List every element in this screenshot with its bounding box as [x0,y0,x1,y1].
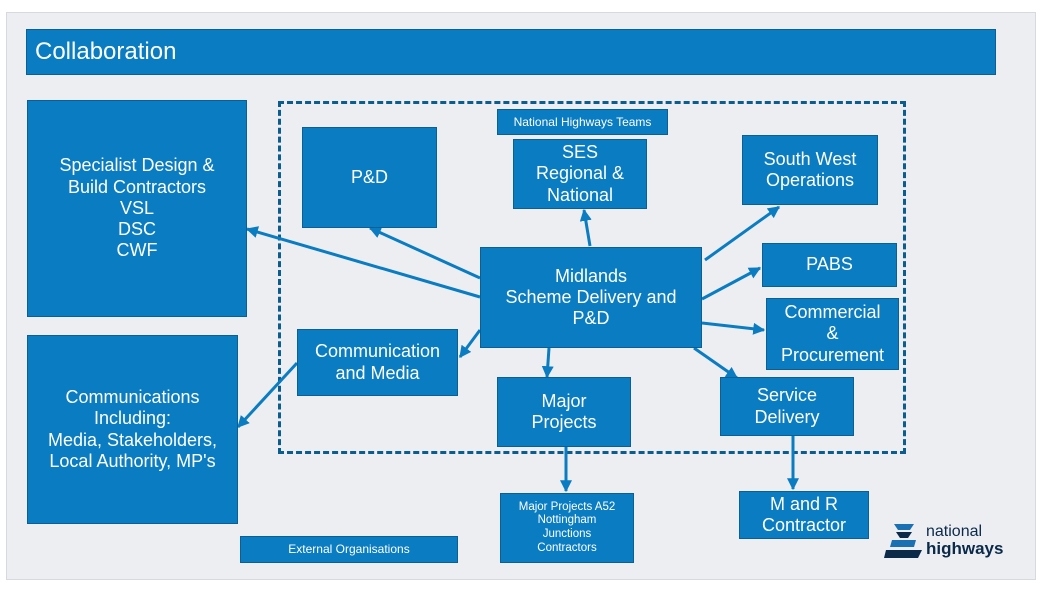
arrow-to-service-delivery [693,346,738,380]
commercial-procurement-box: Commercial & Procurement [766,298,899,370]
specialist-contractors-box: Specialist Design & Build Contractors VS… [27,100,247,317]
arrow-to-ses [579,208,592,247]
south-west-operations-box: South West Operations [742,135,878,205]
midlands-scheme-delivery-box: Midlands Scheme Delivery and P&D [480,247,702,348]
title-bar: Collaboration [26,29,996,75]
logo-text-highways: highways [926,539,1004,558]
arrow-to-pabs [701,266,762,301]
pabs-box: PABS [762,243,897,287]
service-delivery-box: Service Delivery [720,377,854,436]
arrow-to-comm-media [458,329,482,358]
ses-box: SES Regional & National [513,139,647,209]
communications-external-box: Communications Including: Media, Stakeho… [27,335,238,524]
logo-text-national: national [926,523,983,540]
m-and-r-contractor-box: M and R Contractor [739,491,869,539]
pd-box: P&D [302,127,437,228]
major-projects-a52-box: Major Projects A52 Nottingham Junctions … [500,493,634,563]
arrow-to-specialist [245,226,481,299]
arrow-to-major-projects [541,347,554,379]
title-text: Collaboration [35,38,177,65]
communication-and-media-box: Communication and Media [297,329,458,396]
external-organisations-box: External Organisations [240,536,458,563]
national-highways-logo: national highways [884,520,1024,564]
national-highways-teams-frame [278,101,906,454]
arrow-to-pd [368,226,481,280]
arrow-to-south-west [704,205,780,262]
arrow-to-commercial [701,321,766,335]
major-projects-box: Major Projects [497,377,631,447]
national-highways-teams-label: National Highways Teams [497,109,668,135]
national-highways-logo-mark-icon [884,524,922,558]
arrow-to-communications-external [236,361,299,429]
